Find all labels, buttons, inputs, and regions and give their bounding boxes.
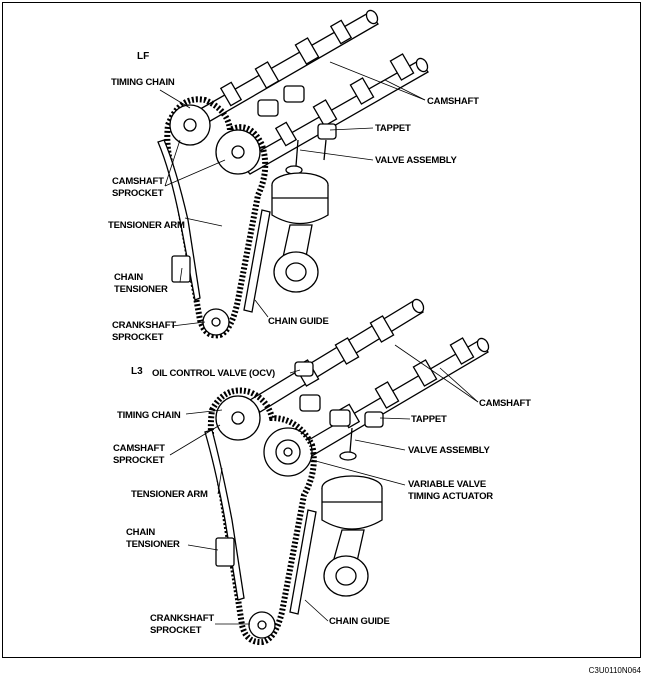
lf-engine <box>157 9 429 339</box>
l3-engine <box>204 298 490 646</box>
l3-label-oil-control-valve: OIL CONTROL VALVE (OCV) <box>152 368 275 379</box>
section-label-l3: L3 <box>131 366 143 377</box>
l3-label-chain-tensioner-line2: TENSIONER <box>126 539 180 550</box>
lf-piston <box>271 172 329 293</box>
l3-label-valve-assembly: VALVE ASSEMBLY <box>408 445 490 456</box>
lf-label-crankshaft-sprocket-line1: CRANKSHAFT <box>112 320 176 331</box>
lf-timing-chain <box>164 96 269 339</box>
lf-label-camshaft: CAMSHAFT <box>427 96 479 107</box>
lf-camshaft-lower <box>239 53 429 175</box>
l3-chain-tensioner <box>215 537 235 567</box>
lf-label-chain-tensioner-line2: TENSIONER <box>114 284 168 295</box>
section-label-lf: LF <box>137 51 150 62</box>
lf-label-tappet: TAPPET <box>375 123 411 134</box>
l3-label-camshaft: CAMSHAFT <box>479 398 531 409</box>
lf-label-chain-guide: CHAIN GUIDE <box>268 316 329 327</box>
l3-tensioner-arm <box>204 429 245 601</box>
l3-label-camshaft-sprocket-line2: SPROCKET <box>113 455 165 466</box>
l3-label-crankshaft-sprocket-line1: CRANKSHAFT <box>150 613 214 624</box>
lf-label-valve-assembly: VALVE ASSEMBLY <box>375 155 457 166</box>
l3-oil-control-valve <box>294 361 314 377</box>
lf-label-camshaft-sprocket-line1: CAMSHAFT <box>112 176 164 187</box>
l3-chain-guide <box>289 509 317 615</box>
l3-label-vvt-actuator-line1: VARIABLE VALVE <box>408 479 486 490</box>
lf-label-chain-tensioner-line1: CHAIN <box>114 272 144 283</box>
l3-label-crankshaft-sprocket-line2: SPROCKET <box>150 625 202 636</box>
l3-label-tappet: TAPPET <box>411 414 447 425</box>
l3-label-camshaft-sprocket-line1: CAMSHAFT <box>113 443 165 454</box>
l3-piston <box>321 475 383 597</box>
lf-chain-tensioner <box>171 255 191 283</box>
lf-label-timing-chain: TIMING CHAIN <box>111 77 175 88</box>
lf-label-camshaft-sprocket-line2: SPROCKET <box>112 188 164 199</box>
l3-tappets <box>299 394 384 461</box>
lf-chain-guide <box>243 209 271 313</box>
lf-leaders <box>159 61 426 327</box>
figure-code: C3U0110N064 <box>588 666 641 675</box>
l3-label-tensioner-arm: TENSIONER ARM <box>131 489 208 500</box>
l3-label-chain-tensioner-line1: CHAIN <box>126 527 156 538</box>
lf-tappets <box>257 85 337 175</box>
l3-label-vvt-actuator-line2: TIMING ACTUATOR <box>408 491 493 502</box>
l3-label-timing-chain: TIMING CHAIN <box>117 410 181 421</box>
l3-label-chain-guide: CHAIN GUIDE <box>329 616 390 627</box>
l3-camshaft-upper <box>249 298 425 413</box>
lf-label-tensioner-arm: TENSIONER ARM <box>108 220 185 231</box>
l3-timing-chain <box>207 387 317 646</box>
lf-label-crankshaft-sprocket-line2: SPROCKET <box>112 332 164 343</box>
l3-leaders <box>169 344 479 625</box>
